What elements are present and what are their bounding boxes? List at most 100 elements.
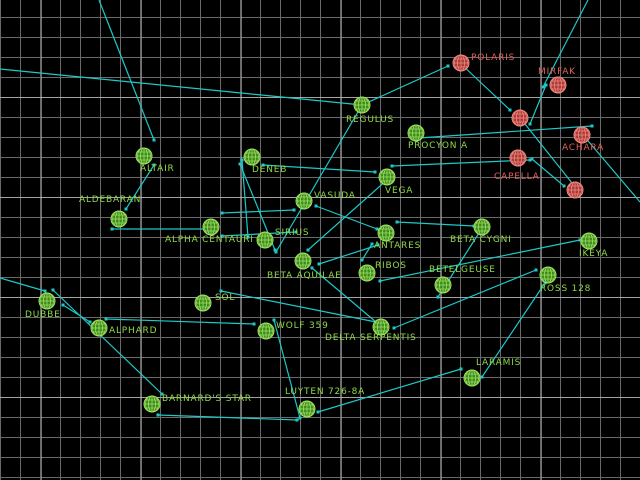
jump-node-marker [508, 108, 512, 112]
star-label-altair: Altair [140, 164, 175, 174]
planet-globe-icon [509, 149, 527, 167]
jump-node-marker [578, 238, 582, 242]
planet-globe-icon [202, 218, 220, 236]
jump-node-marker [360, 258, 364, 262]
jump-lane [157, 414, 298, 421]
jump-lane [125, 164, 155, 210]
star-label-antares: Antares [374, 241, 422, 251]
star-label-alphard: Alphard [109, 326, 158, 336]
star-label-aldebaran: Aldebaran [79, 195, 142, 205]
star-label-vasuda: Vasuda [314, 191, 356, 201]
star-label-ikeya: Ikeya [579, 249, 609, 259]
planet-globe-icon [298, 400, 316, 418]
jump-node-marker [395, 220, 399, 224]
jump-node-marker [314, 204, 318, 208]
planet-globe-icon [38, 292, 56, 310]
jump-node-marker [240, 158, 244, 162]
jump-lane [221, 209, 295, 214]
star-label-ross-128: Ross 128 [540, 284, 592, 294]
jump-node-marker [316, 410, 320, 414]
jump-node-marker [562, 184, 566, 188]
jump-node-marker [392, 326, 396, 330]
jump-node-marker [261, 163, 265, 167]
jump-lane [98, 0, 155, 141]
jump-node-marker [390, 164, 394, 168]
planet-globe-icon [452, 54, 470, 72]
jump-node-marker [317, 262, 321, 266]
jump-lane [361, 243, 373, 261]
jump-node-marker [152, 163, 156, 167]
jump-lane [62, 304, 91, 323]
star-label-luyten-726-8a: Luyten 726-8A [285, 387, 366, 397]
jump-node-marker [544, 83, 548, 87]
jump-lane [273, 319, 301, 419]
jump-node-marker [220, 234, 224, 238]
planet-globe-icon [243, 148, 261, 166]
planet-globe-icon [294, 252, 312, 270]
planet-globe-icon [511, 109, 529, 127]
star-label-beta-cygni: Beta Cygni [450, 235, 512, 245]
jump-lane [391, 159, 531, 167]
planet-globe-icon [353, 96, 371, 114]
jump-lane [0, 277, 46, 292]
jump-node-marker [295, 418, 299, 422]
jump-lane [220, 290, 377, 323]
planet-globe-icon [256, 231, 274, 249]
jump-lane [418, 125, 593, 139]
star-label-polaris: Polaris [471, 53, 516, 63]
star-label-vega: Vega [385, 186, 414, 196]
jump-lane [379, 239, 581, 282]
jump-node-marker [246, 235, 250, 239]
star-label-mirfak: Mirfak [538, 67, 576, 77]
jump-node-marker [292, 208, 296, 212]
jump-node-marker [376, 243, 380, 247]
jump-node-marker [530, 157, 534, 161]
star-label-ribos: Ribos [375, 261, 407, 271]
jump-node-marker [541, 85, 545, 89]
jump-lane [459, 62, 511, 111]
planet-globe-icon [378, 168, 396, 186]
jump-node-marker [528, 122, 532, 126]
jump-lane [262, 164, 376, 173]
jump-node-marker [310, 266, 314, 270]
jump-lane [529, 84, 547, 125]
jump-node-marker [543, 281, 547, 285]
jump-lane [582, 134, 640, 203]
jump-node-marker [373, 170, 377, 174]
planet-globe-icon [549, 76, 567, 94]
planet-globe-icon [434, 276, 452, 294]
jump-node-marker [446, 64, 450, 68]
jump-node-marker [528, 158, 532, 162]
jump-lane [0, 68, 363, 106]
jump-lane [531, 158, 565, 187]
jump-node-marker [61, 303, 65, 307]
star-label-alpha-centauri: Alpha Centauri [165, 235, 254, 245]
planet-globe-icon [566, 181, 584, 199]
star-label-barnards-star: Barnard's Star [162, 394, 252, 404]
jump-lane [481, 282, 546, 378]
jump-node-marker [160, 392, 164, 396]
jump-node-marker [294, 230, 298, 234]
planet-globe-icon [372, 318, 390, 336]
jump-node-marker [238, 162, 242, 166]
jump-lane [318, 244, 379, 265]
star-label-delta-serpentis: Delta Serpentis [325, 333, 417, 343]
planet-globe-icon [257, 322, 275, 340]
jump-lane [542, 0, 589, 88]
jump-node-marker [274, 250, 278, 254]
jump-lane [241, 159, 249, 238]
jump-node-marker [436, 295, 440, 299]
jump-node-marker [252, 322, 256, 326]
star-label-procyon-a: Procyon A [408, 141, 468, 151]
planet-globe-icon [143, 395, 161, 413]
star-label-laramis: Laramis [476, 358, 522, 368]
jump-node-marker [156, 413, 160, 417]
jump-node-marker [110, 227, 114, 231]
planet-globe-icon [358, 264, 376, 282]
jump-lane [307, 178, 389, 251]
star-label-beta-aquilae: Beta Aquilae [267, 271, 342, 281]
jump-node-marker [298, 416, 302, 420]
jump-node-marker [88, 320, 92, 324]
